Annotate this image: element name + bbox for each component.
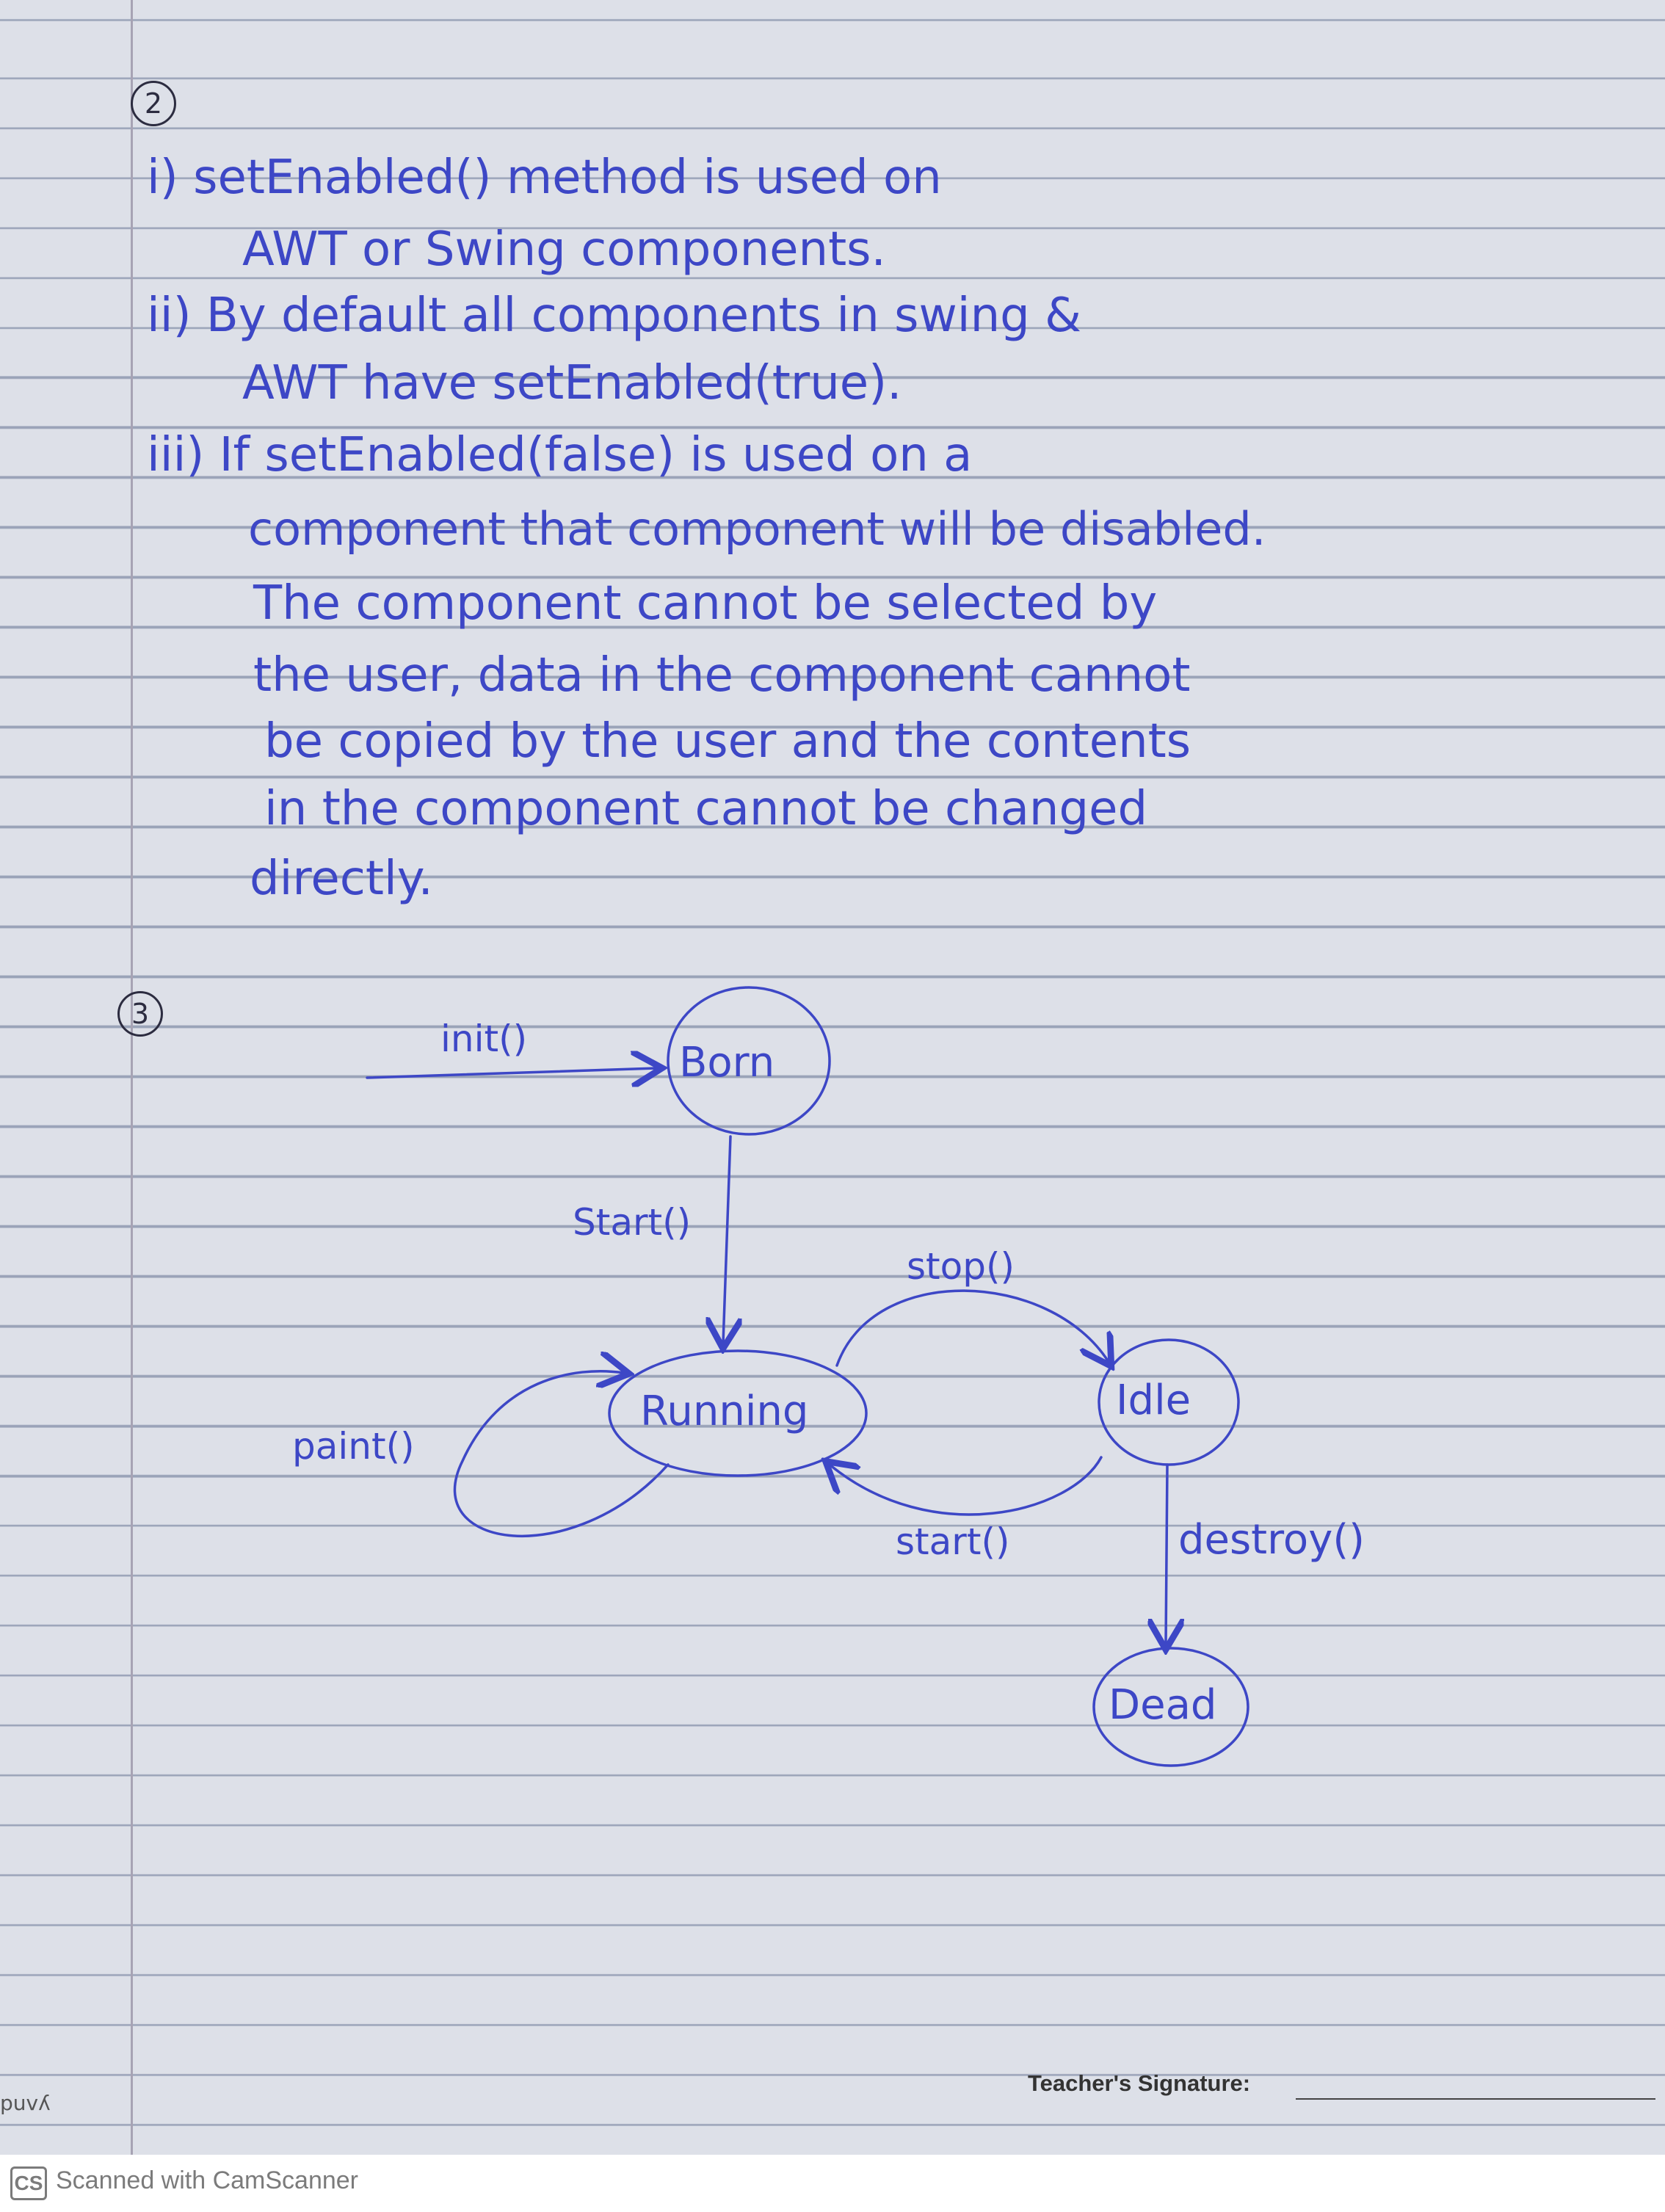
dead-state-label: Dead (1109, 1681, 1217, 1729)
paint-loop-arrow (453, 1371, 670, 1538)
q2-line-7: The component cannot be selected by (253, 576, 1158, 631)
destroy-arrow (1166, 1463, 1167, 1645)
running-state-label: Running (640, 1388, 809, 1435)
q2-line-4: AWT have setEnabled(true). (242, 356, 902, 410)
edge-text: puvʎ (0, 2091, 51, 2115)
born-state-label: Born (679, 1039, 775, 1087)
q2-line-8: the user, data in the component cannot (253, 648, 1191, 703)
start-label-2: start() (896, 1520, 1010, 1563)
q2-line-10: in the component cannot be changed (264, 782, 1148, 836)
idle-state-label: Idle (1116, 1377, 1191, 1424)
start-label-1: Start() (573, 1201, 692, 1244)
init-arrow (366, 1068, 657, 1078)
notebook-page: 2 i) setEnabled() method is used on AWT … (0, 0, 1665, 2155)
paint-label: paint() (292, 1425, 415, 1468)
teacher-signature-label: Teacher's Signature: (1028, 2070, 1251, 2096)
start-arrow-idle-running (830, 1456, 1103, 1516)
q2-line-2: AWT or Swing components. (242, 222, 886, 277)
stop-label: stop() (907, 1245, 1015, 1288)
destroy-label: destroy() (1178, 1516, 1365, 1564)
q2-line-9: be copied by the user and the contents (264, 714, 1191, 769)
scanned-with-label: Scanned with CamScanner (56, 2166, 359, 2194)
stop-arrow (835, 1289, 1109, 1366)
camscanner-logo-icon: CS (10, 2166, 47, 2200)
question-2-number: 2 (131, 81, 176, 126)
signature-line (1296, 2098, 1655, 2100)
born-state-shape (667, 986, 831, 1136)
q2-line-3: ii) By default all components in swing & (147, 289, 1081, 343)
start-arrow-born-running (723, 1135, 730, 1343)
question-3-number: 3 (117, 991, 163, 1037)
q2-line-6: component that component will be disable… (248, 502, 1266, 556)
q2-line-5: iii) If setEnabled(false) is used on a (147, 428, 973, 482)
idle-state-shape (1098, 1338, 1240, 1466)
margin-line (131, 0, 133, 2155)
state-diagram (366, 986, 1249, 1767)
scanner-footer (0, 2155, 1665, 2212)
q2-line-11: directly. (250, 852, 433, 906)
q2-line-1: i) setEnabled() method is used on (147, 151, 942, 205)
init-label: init() (440, 1018, 528, 1060)
